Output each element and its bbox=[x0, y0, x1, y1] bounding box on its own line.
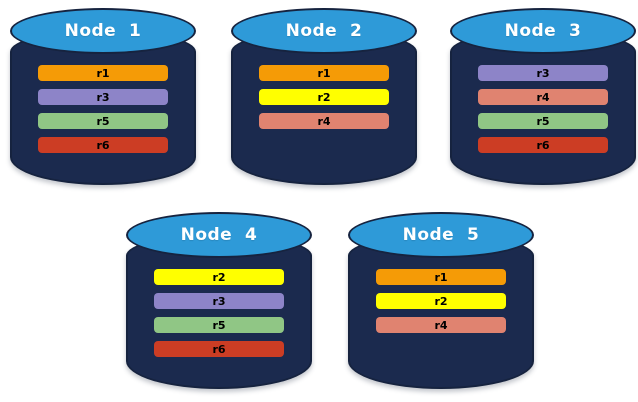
shard-bar-r4[interactable]: r4 bbox=[259, 113, 389, 129]
shard-bar-r5[interactable]: r5 bbox=[478, 113, 608, 129]
shard-bar-r1[interactable]: r1 bbox=[259, 65, 389, 81]
cylinder-body bbox=[450, 30, 636, 185]
shard-list: r2 r3 r5 r6 bbox=[154, 269, 284, 357]
cylinder-top-cap bbox=[450, 8, 636, 54]
cylinder-body bbox=[231, 30, 417, 185]
database-node-5[interactable]: Node 5 r1 r2 r4 bbox=[348, 212, 534, 389]
shard-bar-r6[interactable]: r6 bbox=[38, 137, 168, 153]
shard-bar-r4[interactable]: r4 bbox=[376, 317, 506, 333]
shard-bar-r2[interactable]: r2 bbox=[259, 89, 389, 105]
cylinder-top-cap bbox=[10, 8, 196, 54]
shard-bar-r3[interactable]: r3 bbox=[478, 65, 608, 81]
shard-bar-r1[interactable]: r1 bbox=[38, 65, 168, 81]
shard-list: r3 r4 r5 r6 bbox=[478, 65, 608, 153]
cylinder-top-cap bbox=[348, 212, 534, 258]
shard-bar-r1[interactable]: r1 bbox=[376, 269, 506, 285]
database-node-1[interactable]: Node 1 r1 r3 r5 r6 bbox=[10, 8, 196, 185]
node-label: Node 2 bbox=[285, 21, 363, 41]
shard-list: r1 r2 r4 bbox=[376, 269, 506, 333]
shard-list: r1 r3 r5 r6 bbox=[38, 65, 168, 153]
shard-bar-r6[interactable]: r6 bbox=[154, 341, 284, 357]
shard-bar-r5[interactable]: r5 bbox=[38, 113, 168, 129]
shard-bar-r2[interactable]: r2 bbox=[154, 269, 284, 285]
database-node-2[interactable]: Node 2 r1 r2 r4 bbox=[231, 8, 417, 185]
shard-bar-r3[interactable]: r3 bbox=[154, 293, 284, 309]
cylinder-top-cap bbox=[231, 8, 417, 54]
node-label: Node 3 bbox=[504, 21, 582, 41]
cylinder-top-cap bbox=[126, 212, 312, 258]
node-label: Node 4 bbox=[180, 225, 258, 245]
database-node-4[interactable]: Node 4 r2 r3 r5 r6 bbox=[126, 212, 312, 389]
shard-bar-r2[interactable]: r2 bbox=[376, 293, 506, 309]
database-node-3[interactable]: Node 3 r3 r4 r5 r6 bbox=[450, 8, 636, 185]
cylinder-body bbox=[126, 234, 312, 389]
node-label: Node 1 bbox=[64, 21, 142, 41]
node-label: Node 5 bbox=[402, 225, 480, 245]
shard-bar-r4[interactable]: r4 bbox=[478, 89, 608, 105]
shard-bar-r5[interactable]: r5 bbox=[154, 317, 284, 333]
shard-bar-r3[interactable]: r3 bbox=[38, 89, 168, 105]
shard-bar-r6[interactable]: r6 bbox=[478, 137, 608, 153]
shard-list: r1 r2 r4 bbox=[259, 65, 389, 129]
